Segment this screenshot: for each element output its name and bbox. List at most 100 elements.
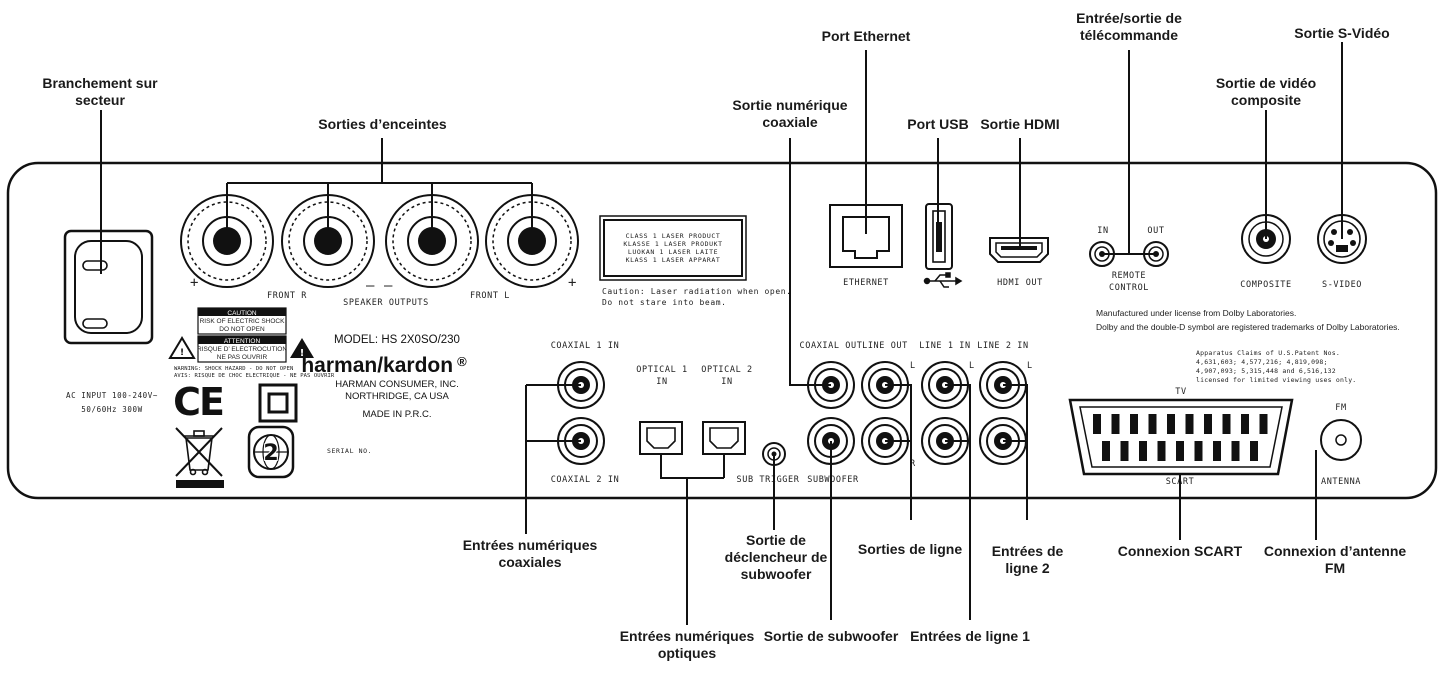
remote-control-label-2: CONTROL [1109,283,1149,293]
dolby-line-1: Manufactured under license from Dolby La… [1096,308,1296,318]
patent-line-2: 4,631,603; 4,577,216; 4,819,098; [1196,358,1328,366]
ac-input-label-1: AC INPUT 100-240V~ [66,391,158,400]
ethernet-label: ETHERNET [843,278,889,288]
line1-in-label: LINE 1 IN [919,341,970,351]
line1-l-marker: L [969,361,975,371]
warning-triangle-left: ! [168,336,196,359]
company-line-2: NORTHRIDGE, CA USA [345,391,449,402]
coaxial1-in-label: COAXIAL 1 IN [551,341,620,351]
region-globe-icon [247,425,295,479]
scart-connector [1068,398,1294,476]
scart-pin [1176,441,1184,461]
subwoofer-label: SUBWOOFER [807,475,859,485]
scart-pin [1157,441,1166,461]
attention-line-1: ATTENTION [224,338,261,345]
scart-pin [1241,414,1249,434]
scart-pin [1102,441,1110,461]
dolby-line-2: Dolby and the double-D symbol are regist… [1096,322,1400,332]
scart-pin [1148,414,1157,434]
callout-scart: Connexion SCART [1117,543,1243,559]
tv-label: TV [1175,387,1186,397]
callout-ethernet: Port Ethernet [821,28,911,44]
svideo-label: S-VIDEO [1322,280,1362,290]
antenna-label: ANTENNA [1321,477,1361,487]
line2-in-label: LINE 2 IN [977,341,1028,351]
remote-in-label: IN [1097,226,1108,236]
ac-input-label-2: 50/60Hz 300W [81,405,142,414]
hdmi-out-label: HDMI OUT [997,278,1043,288]
svg-text:!: ! [180,348,184,358]
callout-svideo: Sortie S-Vidéo [1294,25,1390,41]
scart-pin [1139,441,1147,461]
usb-icon [923,272,963,288]
scart-pin [1111,414,1120,434]
scart-pin [1204,414,1212,434]
brand-logo: harman/kardon® [301,354,467,377]
sub-trigger-label: SUB TRIGGER [737,475,800,485]
double-insulation-icon [258,383,298,423]
scart-pin [1213,441,1221,461]
optical1-label-2: IN [656,377,667,387]
scart-pin [1222,414,1231,434]
callout-speakers: Sorties d’enceintes [318,116,447,132]
chassis-outline [6,161,1438,500]
remote-out-label: OUT [1147,226,1164,236]
callout-usb: Port USB [907,116,969,132]
front-r-label: FRONT R [267,291,307,301]
svg-text:!: ! [300,348,305,359]
ce-mark: CE [173,380,223,424]
laser-caution-1: Caution: Laser radiation when open. [602,287,792,296]
weee-bin-icon [175,427,223,477]
fm-antenna-jack [1320,419,1362,461]
line-out-r-marker: R [910,459,916,469]
callout-line1: Entrées de ligne 1 [910,628,1030,644]
serial-label: SERIAL NO. [327,447,372,455]
line2-l-marker: L [1027,361,1033,371]
laser-line-2: KLASSE 1 LASER PRODUKT [623,240,722,248]
caution-line-3: DO NOT OPEN [219,326,265,333]
optical1-port [639,421,683,455]
fm-label: FM [1335,403,1346,413]
scart-pin [1130,414,1138,434]
speaker-outputs-label: SPEAKER OUTPUTS [343,298,429,308]
callout-line-out: Sorties de ligne [857,541,963,557]
warning-line-2: AVIS: RISQUE DE CHOC ELECTRIQUE - NE PAS… [174,373,335,379]
laser-line-1: CLASS 1 LASER PRODUCT [626,232,721,240]
plus-sign-right: + [568,275,577,291]
made-in-label: MADE IN P.R.C. [363,409,432,420]
scart-pin [1259,414,1268,434]
laser-line-4: KLASS 1 LASER APPARAT [626,256,721,264]
scart-pin [1231,441,1240,461]
laser-label [599,215,747,281]
optical2-label-1: OPTICAL 2 [701,365,752,375]
scart-pin [1250,441,1258,461]
attention-line-2: RISQUE D’ ELECTROCUTION [197,346,287,353]
scart-pin [1185,414,1194,434]
laser-line-3: LUOKAN 1 LASER LAITE [628,248,718,256]
region-number: 2 [263,441,278,466]
company-line-1: HARMAN CONSUMER, INC. [335,379,459,390]
callout-hdmi: Sortie HDMI [980,116,1060,132]
optical2-port [702,421,746,455]
line-out-l-marker: L [910,361,916,371]
weee-bar [176,480,224,488]
minus-sign-2: – [384,278,393,294]
scart-pin [1167,414,1175,434]
scart-pin [1120,441,1129,461]
warning-line-1: WARNING: SHOCK HAZARD - DO NOT OPEN [174,366,293,372]
coaxial-out-label: COAXIAL OUT [800,341,863,351]
caution-line-1: CAUTION [227,310,257,317]
patent-line-1: Apparatus Claims of U.S.Patent Nos. [1196,349,1340,357]
composite-label: COMPOSITE [1240,280,1291,290]
remote-control-label-1: REMOTE [1112,271,1146,281]
